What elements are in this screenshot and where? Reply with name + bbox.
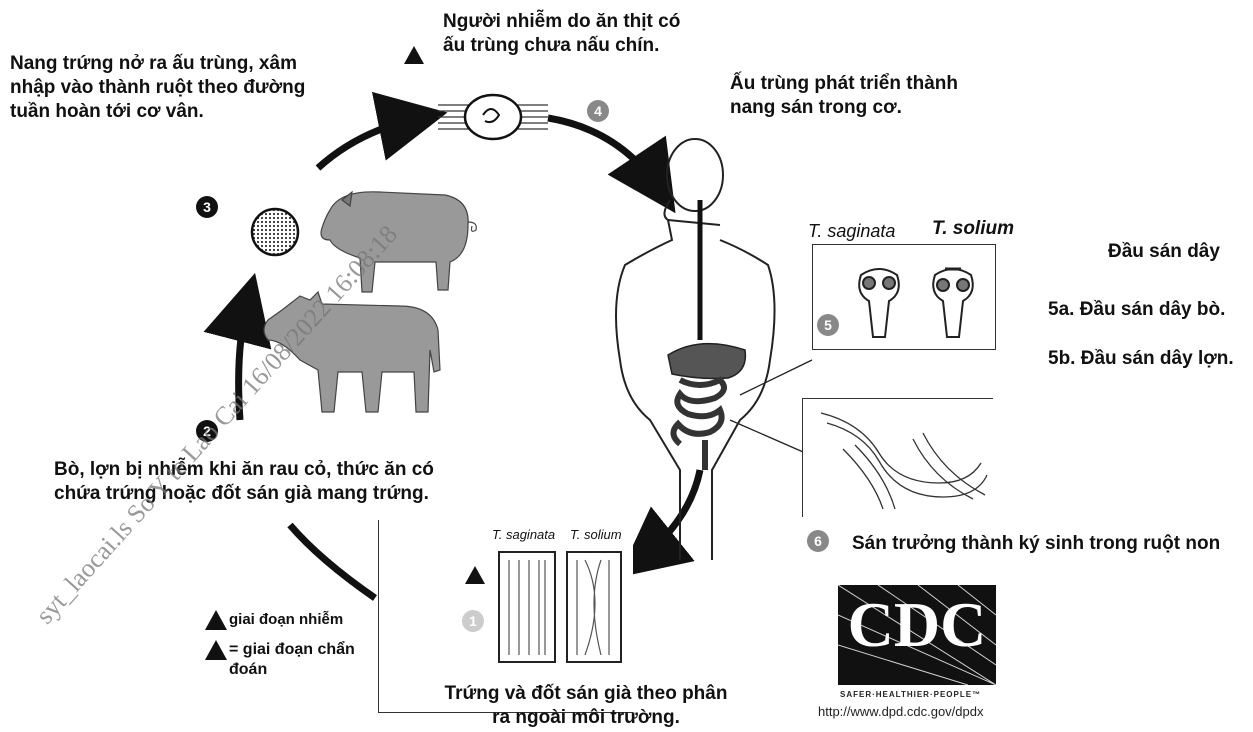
muscle-cyst [438, 95, 548, 139]
step-marker-4: 4 [587, 100, 609, 122]
source-url: http://www.dpd.cdc.gov/dpdx [818, 704, 983, 719]
cysticercus [252, 209, 298, 255]
scolex-5b: 5b. Đầu sán dây lợn. [1048, 347, 1234, 371]
digestive-organs [668, 344, 745, 470]
caption-step-4: Người nhiễm do ăn thịt có ấu trùng chưa … [443, 10, 680, 58]
legend-infective-label: giai đoạn nhiễm [229, 611, 343, 629]
arrow-4-to-human [548, 118, 660, 190]
cdc-tagline: SAFER·HEALTHIER·PEOPLE™ [840, 690, 981, 699]
caption-step-2: Bò, lợn bị nhiễm khi ăn rau cỏ, thức ăn … [54, 458, 434, 506]
legend: giai đoạn nhiễm = giai đoạn chẩn đoán [205, 610, 375, 680]
adult-worm-panel [802, 398, 993, 517]
species-bottom-solium: T. solium [570, 526, 622, 544]
caption-step-6: Sán trưởng thành ký sinh trong ruột non [852, 532, 1220, 556]
species-bottom-saginata: T. saginata [492, 526, 555, 544]
worm-drawing [803, 399, 993, 517]
legend-diagnostic: = giai đoạn chẩn đoán [205, 640, 375, 680]
step-marker-3: 3 [196, 196, 218, 218]
arrow-1-to-2 [290, 525, 375, 598]
scolex-5a: 5a. Đầu sán dây bò. [1048, 298, 1225, 322]
scolex-panel [812, 244, 996, 350]
cdc-logo-text: CDC [838, 593, 996, 657]
infective-stage-icon [404, 46, 424, 64]
step-marker-1: 1 [462, 610, 484, 632]
scolex-title: Đầu sán dây [1108, 240, 1220, 264]
caption-step-3: Nang trứng nở ra ấu trùng, xâm nhập vào … [10, 52, 350, 124]
arrow-3-to-4 [318, 118, 420, 168]
legend-infective-icon [205, 610, 227, 630]
arrow-human-to-1 [640, 470, 700, 560]
species-top-solium: T. solium [932, 220, 1014, 238]
caption-larva: Ấu trùng phát triển thành nang sán trong… [730, 72, 958, 120]
species-top-saginata: T. saginata [808, 222, 895, 240]
caption-step-1: Trứng và đốt sán già theo phân ra ngoài … [436, 682, 736, 730]
scolex-drawings [813, 245, 995, 349]
step-marker-6: 6 [807, 530, 829, 552]
diagnostic-stage-icon [465, 566, 485, 584]
legend-diagnostic-label: = giai đoạn chẩn đoán [229, 640, 355, 680]
legend-infective: giai đoạn nhiễm [205, 610, 375, 630]
step-marker-5: 5 [817, 314, 839, 336]
legend-diagnostic-icon [205, 640, 227, 660]
cdc-logo: CDC [838, 585, 996, 685]
